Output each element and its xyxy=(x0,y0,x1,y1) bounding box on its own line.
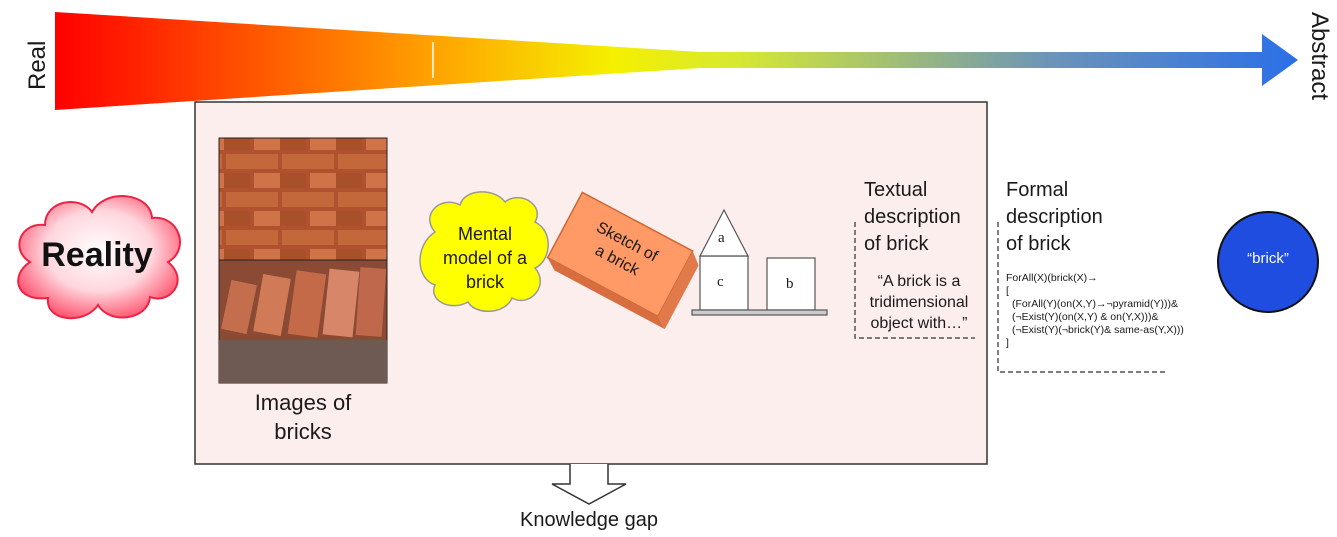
textual-quote: “A brick is a tridimensional object with… xyxy=(869,273,969,332)
real-label: Real xyxy=(24,40,51,90)
knowledge-gap-label: Knowledge gap xyxy=(520,509,658,531)
spectrum-arrow xyxy=(55,12,1298,110)
knowledge-gap-arrow xyxy=(551,464,627,505)
blocks-diagram xyxy=(691,208,828,316)
block-b-label: b xyxy=(786,276,794,292)
mental-model-cloud xyxy=(419,191,549,312)
formal-title: Formal description of brick xyxy=(1006,179,1103,255)
symbol-circle xyxy=(1217,211,1319,313)
brick-wall-image xyxy=(218,137,388,261)
brick-stack-details xyxy=(219,267,387,383)
reality-label: Reality xyxy=(41,236,153,274)
symbol-label: “brick” xyxy=(1247,250,1289,267)
block-a-label: a xyxy=(718,230,725,246)
block-c-label: c xyxy=(717,274,724,290)
images-caption: Images of bricks xyxy=(254,390,352,444)
textual-bracket xyxy=(854,222,975,339)
sketch-brick xyxy=(546,191,699,330)
abstract-label: Abstract xyxy=(1306,12,1333,101)
textual-title: Textual description of brick xyxy=(864,179,961,255)
reality-cloud-shape xyxy=(17,195,181,320)
formal-formula: ForAll(X)(brick(X)→ [ (ForAll(Y)(on(X,Y)… xyxy=(1006,272,1184,349)
formal-bracket xyxy=(997,222,1168,373)
mental-model-label: Mental model of a brick xyxy=(442,224,528,292)
